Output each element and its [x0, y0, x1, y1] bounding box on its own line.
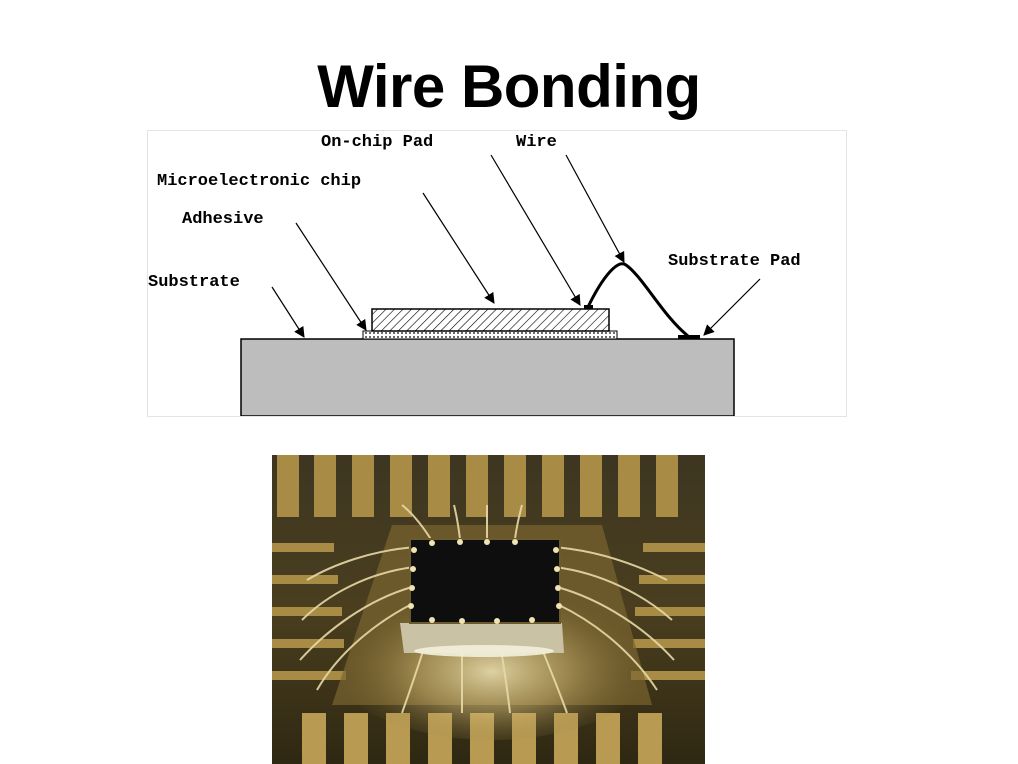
arrow-on-chip-pad — [490, 154, 581, 306]
die-bond-pads — [408, 539, 562, 624]
wire-bonded-chip-photo — [272, 455, 705, 764]
die-side — [400, 623, 564, 653]
substrate-block — [240, 338, 735, 416]
substrate-pad — [678, 335, 700, 339]
label-wire: Wire — [516, 133, 557, 152]
label-adhesive: Adhesive — [182, 210, 264, 229]
die-top — [409, 538, 561, 624]
bond-wire — [586, 262, 689, 338]
adhesive-layer — [362, 330, 618, 340]
arrow-microelectronic-chip — [422, 192, 495, 304]
side-lead-fingers — [272, 543, 705, 680]
microelectronic-chip — [371, 308, 610, 332]
wire-bonding-diagram: On-chip Pad Wire Microelectronic chip Ad… — [147, 130, 847, 417]
top-lead-fingers — [277, 455, 678, 517]
bond-wires — [299, 504, 675, 714]
label-substrate-pad: Substrate Pad — [668, 252, 801, 271]
arrow-adhesive — [295, 222, 367, 331]
label-microelectronic-chip: Microelectronic chip — [157, 172, 361, 191]
label-substrate: Substrate — [148, 273, 240, 292]
arrow-substrate — [271, 286, 305, 338]
label-on-chip-pad: On-chip Pad — [321, 133, 433, 152]
arrow-wire — [565, 154, 625, 263]
slide-title: Wire Bonding — [317, 53, 701, 120]
arrow-substrate-pad — [703, 278, 761, 336]
